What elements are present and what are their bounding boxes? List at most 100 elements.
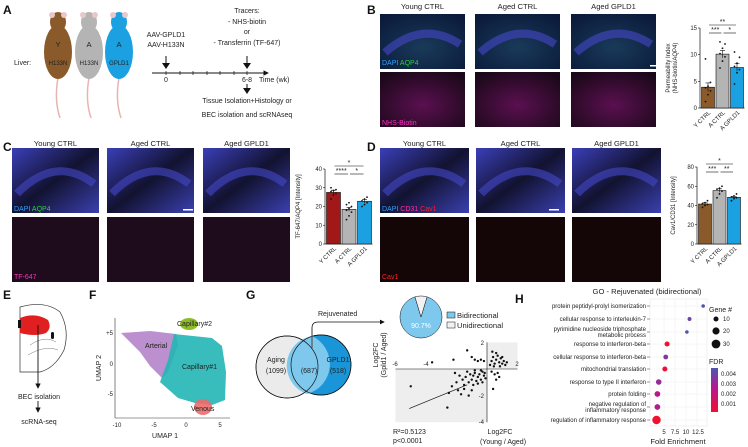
data-point: [348, 201, 350, 204]
scatter-xtick: 2: [515, 362, 519, 368]
scatter-point: [458, 374, 461, 377]
rejuvenated-label: Rejuvenated: [318, 311, 357, 318]
data-point: [724, 43, 726, 45]
y-tick-label: 10: [690, 53, 697, 59]
cluster-label-arterial: Arterial: [145, 343, 168, 350]
liver-label: Liver:: [14, 60, 31, 67]
micrograph-d-bottom: [476, 217, 565, 282]
data-point: [719, 67, 721, 69]
aav-h133n-label: AAV-H133N: [147, 42, 184, 49]
data-point: [330, 186, 332, 189]
arrow-down-icon: [243, 63, 251, 69]
go-term-dot: [701, 304, 705, 308]
mouse-group-letter: A: [86, 40, 92, 49]
go-title: GO - Rejuvenated (bidirectional): [593, 287, 702, 296]
data-point: [363, 203, 366, 206]
umap-ytick: +5: [106, 331, 114, 337]
data-point: [335, 192, 337, 195]
micrograph-c-bottom: [12, 217, 99, 282]
bec-isolation-label: BEC isolation: [18, 394, 60, 401]
brain-schematic: [18, 304, 67, 413]
umap-xtick: 5: [218, 423, 222, 429]
stain-name: NHS-Biotin: [382, 120, 417, 127]
go-term-label: mitochondrial translation: [581, 367, 646, 373]
data-point: [719, 52, 721, 55]
scatter-point: [455, 381, 458, 384]
scatter-point: [459, 393, 463, 396]
tracers-label: Tracers:: [234, 8, 259, 15]
go-term-label: protein folding: [608, 392, 646, 398]
quadrant-shade: [487, 342, 518, 369]
scatter-point: [490, 359, 493, 363]
gene-legend-30: 30: [723, 342, 730, 348]
scatter-point: [462, 387, 466, 391]
scatter-point: [479, 358, 483, 361]
scatter-point: [482, 374, 486, 377]
y-tick-label: 0: [319, 242, 323, 248]
go-term-label: response to interferon-beta: [574, 342, 647, 348]
mouse-body: [44, 25, 72, 79]
data-point: [363, 198, 366, 200]
mouse-tail: [86, 77, 92, 119]
scatter-point: [473, 369, 476, 372]
data-point: [721, 47, 724, 50]
go-xtick: 5: [662, 430, 666, 436]
scatter-point: [494, 378, 498, 381]
scatter-ylabel-sub: (Gpld1 / Aged): [381, 332, 388, 377]
data-point: [707, 85, 709, 88]
scatter-point: [446, 406, 449, 409]
scatter-point: [473, 371, 476, 375]
y-tick-label: 10: [315, 223, 322, 229]
scatter-point: [467, 394, 470, 397]
panel-label-h: H: [515, 292, 524, 306]
stain-label: NHS-Biotin: [382, 120, 417, 127]
dapi-layer: [573, 29, 654, 56]
micrograph-c-bottom: [107, 217, 194, 282]
y-axis-label: Cav1/CD31 [Intensity]: [671, 176, 677, 235]
umap-ylabel: UMAP 2: [96, 355, 103, 381]
scatter-point: [472, 374, 475, 377]
dapi-layer: [109, 167, 192, 197]
scatter-point: [491, 387, 495, 391]
umap-xlabel: UMAP 1: [152, 433, 178, 440]
y-axis-label: Permeability Index: [666, 43, 672, 92]
umap-ytick: 0: [110, 362, 114, 368]
data-point: [701, 206, 704, 209]
tracer-or: or: [244, 29, 251, 36]
cluster-capillary-2: [180, 318, 198, 330]
go-term-dot: [654, 391, 661, 397]
go-term-label: regulation of inflammatory response: [551, 418, 647, 424]
scatter-point: [461, 378, 464, 381]
scatter-point: [481, 381, 484, 384]
timeline: [152, 56, 269, 94]
go-xtick: 12.5: [692, 430, 704, 436]
significance-stars: **: [720, 19, 726, 26]
venn-gpld1-label: GPLD1: [327, 357, 350, 364]
go-term-dot: [654, 404, 661, 410]
scatter-point: [498, 365, 502, 368]
mouse-liver-label: H133N: [80, 61, 99, 67]
go-term-label-cont: inflammatory response: [585, 408, 646, 414]
column-title: Aged GPLD1: [224, 139, 269, 148]
go-term-label: response to type II interferon: [570, 380, 646, 386]
mouse-body: [105, 25, 133, 79]
scatter-point: [470, 355, 473, 359]
scatter-point: [496, 371, 499, 375]
scatter-point: [464, 375, 467, 379]
dapi-layer: [574, 167, 659, 197]
go-xlabel: Fold Enrichment: [650, 437, 706, 446]
scatter-point: [467, 381, 470, 384]
dapi-layer: [382, 167, 467, 197]
mouse-tail: [116, 77, 122, 119]
data-point: [733, 197, 735, 200]
scatter-point: [452, 358, 455, 361]
scatter-r2: R²=0.5123: [393, 429, 426, 436]
scale-bar: [183, 209, 193, 211]
cluster-label-capillary-1: Capillary#1: [182, 364, 217, 371]
data-point: [730, 195, 733, 198]
cluster-label-capillary-2: Capillary#2: [177, 321, 212, 328]
gene-size-dot: [711, 339, 721, 349]
bar: [712, 190, 727, 245]
